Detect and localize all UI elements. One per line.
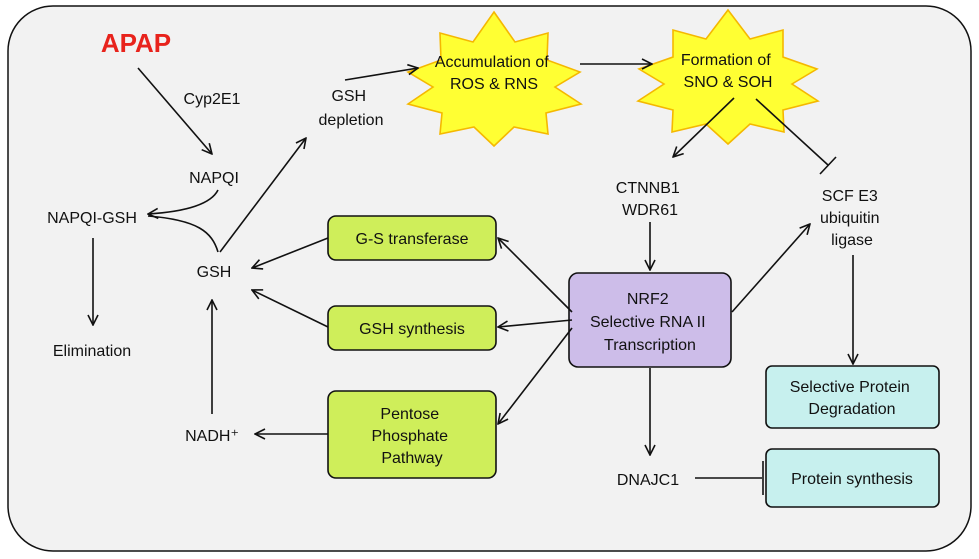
gsh-synthesis-box — [327, 305, 497, 351]
selective-degradation-label: Selective Protein Degradation — [790, 379, 915, 418]
dnajc1-label: DNAJC1 — [617, 472, 679, 489]
edge-nrf2-gshsynthesis — [498, 319, 573, 327]
edge-apap-napqi — [137, 67, 212, 154]
edge-gstransferase-gsh — [252, 237, 329, 268]
edge-sno-scf-inhibit-bar — [819, 156, 837, 175]
sno-soh-burst — [636, 8, 820, 146]
edge-gshsynthesis-gsh — [252, 290, 329, 328]
gs-transferase-label: G-S transferase — [356, 231, 469, 248]
edge-gsh-depletion — [219, 138, 306, 253]
edge-nrf2-scf — [731, 224, 810, 313]
apap-label: APAP — [101, 28, 171, 58]
edge-depletion-ros — [344, 68, 418, 81]
napqi-gsh-label: NAPQI-GSH — [47, 210, 137, 227]
edge-nrf2-pentose — [498, 327, 573, 424]
edge-napqi-napqigsh — [148, 189, 219, 214]
selective-degradation-box — [765, 365, 940, 429]
gsh-label: GSH — [197, 264, 232, 281]
gsh-depletion-label: GSH depletion — [319, 88, 384, 129]
protein-synthesis-box — [765, 448, 940, 508]
nrf2-label: NRF2 Selective RNA II Transcription — [590, 291, 710, 354]
edge-sno-scf-inhibit — [755, 98, 829, 166]
napqi-label: NAPQI — [189, 170, 239, 187]
elimination-label: Elimination — [53, 343, 131, 360]
pentose-phosphate-label: Pentose Phosphate Pathway — [372, 406, 453, 467]
edge-nrf2-gstransferase — [498, 238, 573, 313]
edge-gsh-napqigsh — [147, 215, 219, 253]
gsh-synthesis-label: GSH synthesis — [359, 321, 465, 338]
cyp2e1-label: Cyp2E1 — [184, 91, 241, 108]
edge-sno-ctnnb1 — [673, 97, 735, 157]
nadh-label: NADH⁺ — [185, 428, 239, 445]
ros-rns-label: Accumulation of ROS & RNS — [435, 54, 553, 93]
ros-rns-burst — [406, 10, 583, 148]
scf-e3-label: SCF E3 ubiquitin ligase — [820, 188, 884, 249]
protein-synthesis-label: Protein synthesis — [791, 471, 913, 488]
ctnnb1-label: CTNNB1 WDR61 — [616, 180, 684, 219]
sno-soh-label: Formation of SNO & SOH — [681, 52, 775, 91]
